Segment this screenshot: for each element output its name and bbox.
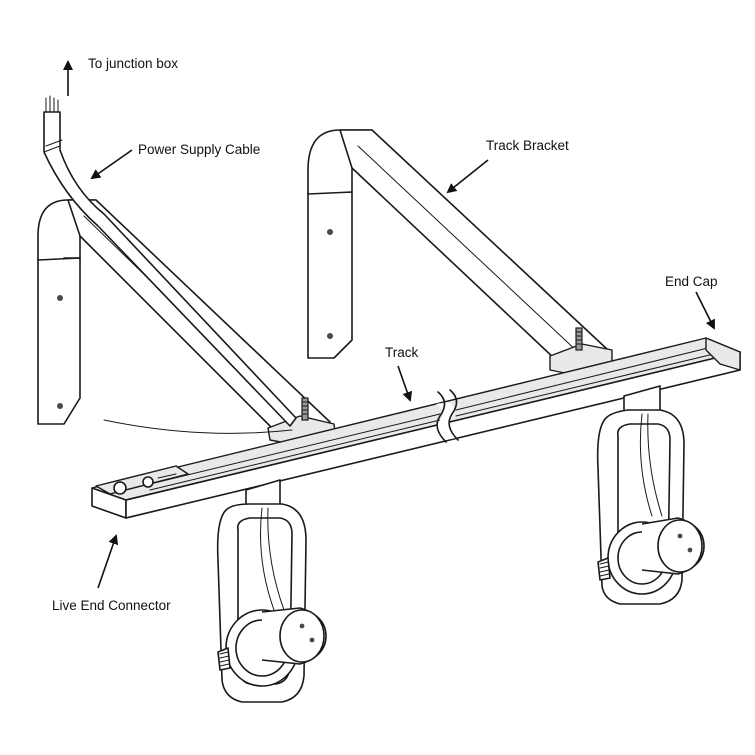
track-rail (91, 337, 741, 519)
label-power-supply-cable: Power Supply Cable (138, 142, 260, 157)
callout-labels: To junction box Power Supply Cable Track… (52, 56, 718, 613)
arrow-track (397, 365, 413, 402)
arrow-power-cable (90, 149, 133, 180)
right-track-bracket (307, 129, 613, 377)
arrow-end-cap (695, 291, 715, 330)
label-track-bracket: Track Bracket (486, 138, 569, 153)
power-supply-cable (43, 95, 297, 434)
arrow-live-end (97, 534, 119, 589)
label-track: Track (385, 345, 418, 360)
live-end-connector (95, 465, 189, 495)
right-light-fixture (596, 385, 705, 605)
leader-arrows (63, 60, 715, 589)
left-light-fixture (216, 479, 327, 703)
label-live-end-connector: Live End Connector (52, 598, 171, 613)
label-end-cap: End Cap (665, 274, 718, 289)
arrow-track-bracket (446, 159, 489, 194)
label-junction-box: To junction box (88, 56, 178, 71)
left-track-bracket (37, 199, 337, 447)
